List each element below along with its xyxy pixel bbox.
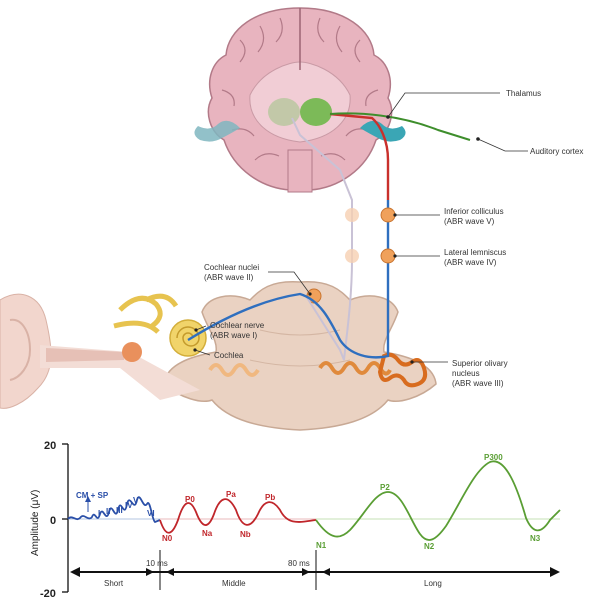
label-cochlear-nerve: Cochlear nerve [210, 321, 265, 330]
peak-N1: N1 [316, 541, 327, 550]
label-inferior-colliculus-wave: (ABR wave V) [444, 217, 495, 226]
middle-latency-wave [159, 498, 317, 534]
peak-N0: N0 [162, 534, 173, 543]
label-cochlear-nuclei-wave: (ABR wave II) [204, 273, 254, 282]
peak-I: I [98, 509, 100, 518]
peak-IV: IV [125, 501, 133, 510]
label-cochlea: Cochlea [214, 351, 244, 360]
label-auditory-cortex: Auditory cortex [530, 147, 583, 156]
segment-short: Short [104, 579, 124, 588]
y-tick-neg20: -20 [40, 588, 56, 598]
brain-illustration [194, 7, 406, 193]
label-superior-olivary: Superior olivary [452, 359, 508, 368]
short-latency-wave [67, 496, 161, 524]
peak-V: V [133, 496, 139, 505]
aep-waveform-graph: 20 0 -20 Amplitude (μV) CM + SP I II III… [30, 440, 561, 598]
label-cochlear-nerve-wave: (ABR wave I) [210, 331, 257, 340]
segment-long: Long [424, 579, 442, 588]
label-thalamus: Thalamus [506, 89, 541, 98]
y-axis-label: Amplitude (μV) [30, 490, 41, 556]
ear-illustration [0, 293, 207, 409]
y-tick-0: 0 [50, 515, 56, 527]
peak-Pa: Pa [226, 490, 236, 499]
segment-middle: Middle [222, 579, 246, 588]
peak-II: II [106, 507, 110, 516]
label-cochlear-nuclei: Cochlear nuclei [204, 263, 259, 272]
label-inferior-colliculus: Inferior colliculus [444, 207, 504, 216]
label-superior-olivary-wave: (ABR wave III) [452, 379, 504, 388]
peak-III: III [116, 506, 123, 515]
label-superior-olivary-2: nucleus [452, 369, 480, 378]
peak-Na: Na [202, 529, 213, 538]
long-latency-wave [315, 460, 561, 541]
peak-N3: N3 [530, 534, 541, 543]
leader-lines [194, 92, 528, 363]
peak-N2: N2 [424, 542, 435, 551]
label-lateral-lemniscus: Lateral lemniscus [444, 248, 506, 257]
brainstem-illustration [163, 281, 437, 431]
peak-Nb: Nb [240, 530, 251, 539]
peak-Pb: Pb [265, 493, 275, 502]
peak-P300: P300 [484, 453, 503, 462]
auditory-pathways [187, 112, 471, 361]
y-tick-20: 20 [44, 440, 56, 452]
label-lateral-lemniscus-wave: (ABR wave IV) [444, 258, 497, 267]
peak-P2: P2 [380, 483, 390, 492]
marker-10ms: 10 ms [146, 559, 168, 568]
peak-P0: P0 [185, 495, 195, 504]
cm-sp-label: CM + SP [76, 491, 109, 500]
marker-80ms: 80 ms [288, 559, 310, 568]
peak-VI: VI [147, 509, 155, 518]
